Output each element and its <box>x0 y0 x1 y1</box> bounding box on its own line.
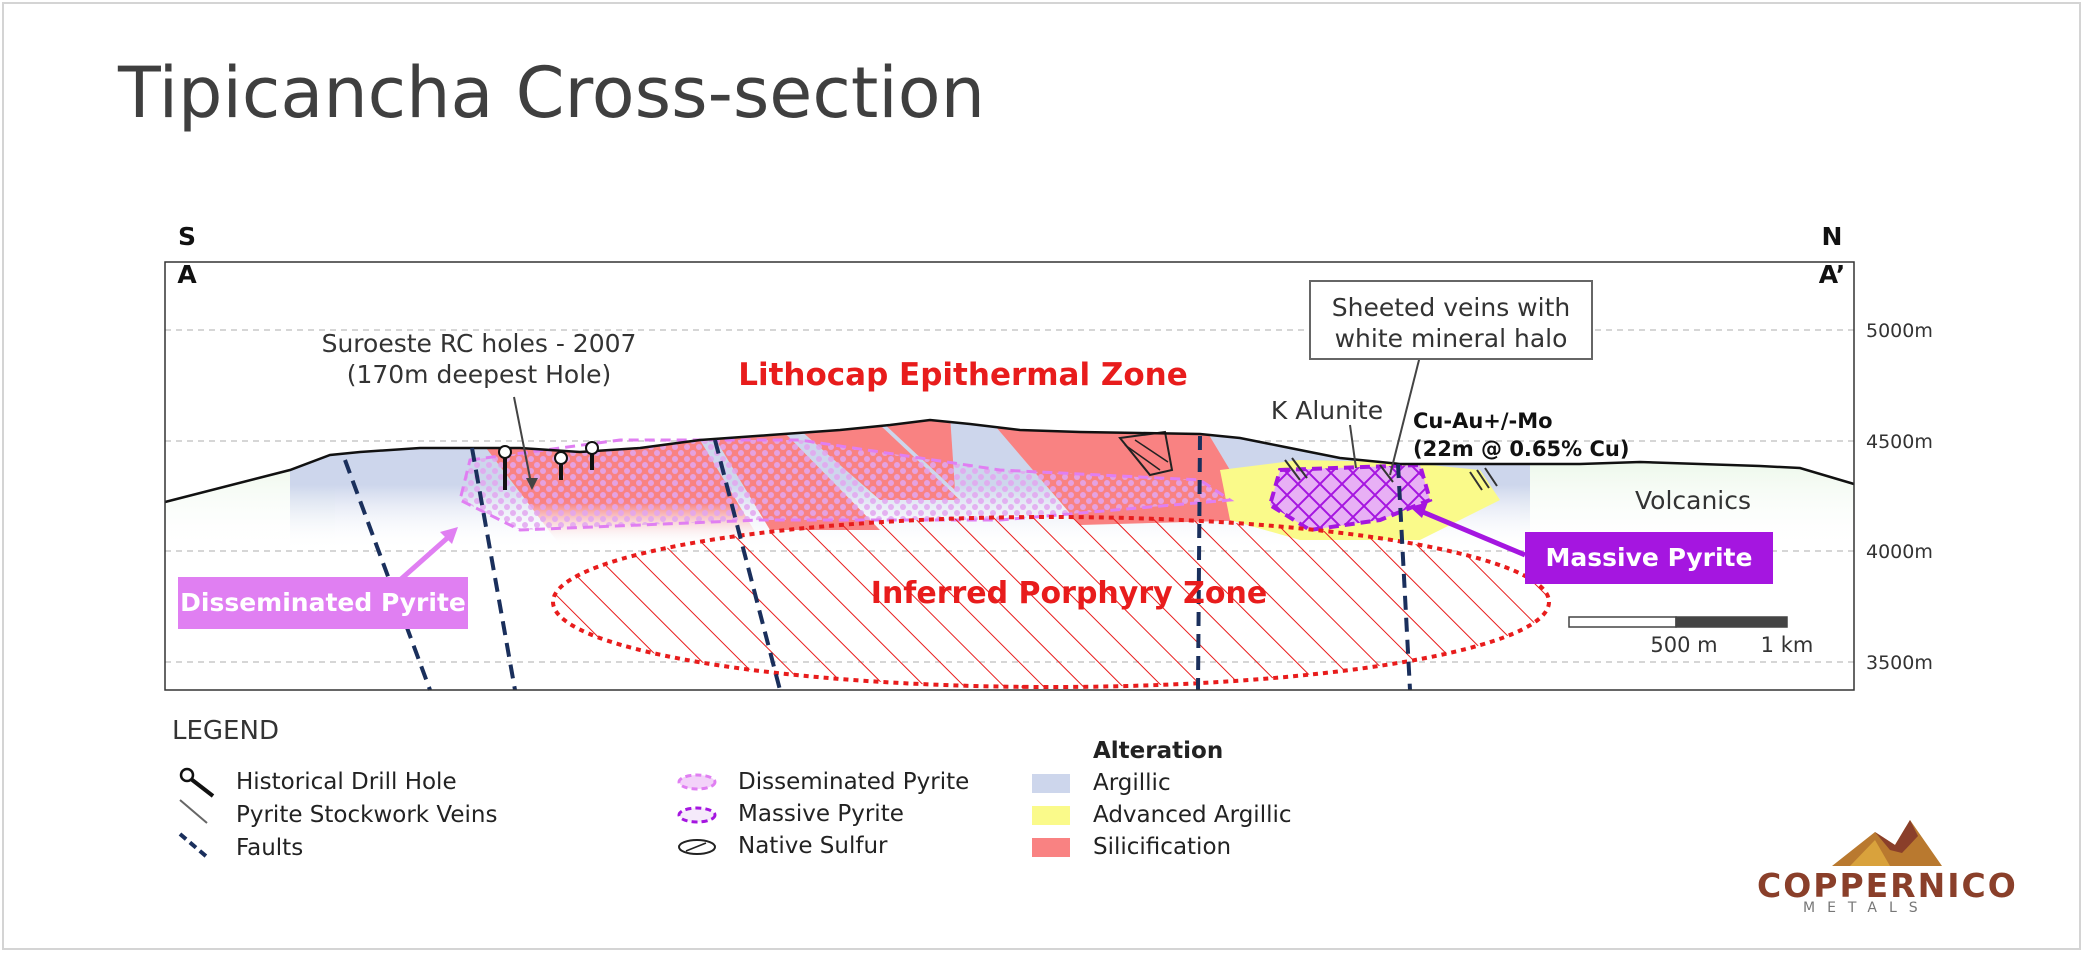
legend-disseminated-pyrite-icon <box>677 773 717 791</box>
lithocap-label: Lithocap Epithermal Zone <box>738 357 1188 393</box>
massive-pyrite-arrowhead <box>1410 502 1428 518</box>
section-right-id: A’ <box>1819 260 1846 289</box>
massive-pyrite-box <box>1525 532 1773 584</box>
disseminated-pyrite-box <box>178 577 468 629</box>
disseminated-pyrite-arrow <box>398 531 455 582</box>
disseminated-pyrite-outline <box>458 438 1235 532</box>
legend-title: LEGEND <box>172 716 279 746</box>
legend-pyrite-stockwork-veins: Pyrite Stockwork Veins <box>236 802 498 828</box>
scale-bar-dark <box>1675 616 1788 628</box>
legend-historical-drill-hole: Historical Drill Hole <box>236 769 457 795</box>
legend-faults: Faults <box>236 835 304 861</box>
k-alunite-label: K Alunite <box>1271 396 1383 425</box>
legend-silicification-swatch <box>1032 838 1070 857</box>
sheeted-veins-label-line2: white mineral halo <box>1335 324 1568 353</box>
volcanics-label: Volcanics <box>1635 486 1751 515</box>
disseminated-pyrite-label: Disseminated Pyrite <box>180 588 466 617</box>
section-left-id: A <box>177 260 197 289</box>
massive-pyrite-arrow <box>1417 507 1526 558</box>
legend-fault-icon <box>178 832 209 859</box>
drill-holes-label-line1: Suroeste RC holes - 2007 <box>322 329 637 358</box>
massive-pyrite-label: Massive Pyrite <box>1546 543 1753 572</box>
porphyry-label: Inferred Porphyry Zone <box>871 576 1267 611</box>
disseminated-pyrite-arrowhead <box>440 527 458 544</box>
k-alunite-callout-line <box>1349 424 1357 469</box>
legend-stockwork-icon <box>179 799 208 824</box>
legend-massive-pyrite: Massive Pyrite <box>738 801 904 827</box>
page-title: Tipicancha Cross-section <box>118 52 985 134</box>
drill-callout-line <box>513 396 533 489</box>
cu-label-line2: (22m @ 0.65% Cu) <box>1413 437 1629 461</box>
drill-holes-label-line2: (170m deepest Hole) <box>347 360 612 389</box>
elevation-tick-4000: 4000m <box>1866 541 1933 563</box>
sheeted-veins-callout-line <box>1389 355 1421 476</box>
legend-argillic-swatch <box>1032 774 1070 793</box>
drill-holes <box>498 441 599 490</box>
sheeted-veins-box <box>1309 280 1593 360</box>
logo-wordmark: COPPERNICO <box>1757 866 2018 905</box>
legend-argillic: Argillic <box>1093 770 1171 796</box>
massive-pyrite-outline <box>1267 462 1433 533</box>
logo-subtitle: METALS <box>1803 900 1930 916</box>
legend-native-sulfur-icon <box>678 839 716 855</box>
porphyry-zone <box>551 515 1551 689</box>
section-right-direction: N <box>1822 222 1843 251</box>
cu-label-line1: Cu-Au+/-Mo <box>1413 409 1553 433</box>
section-left-direction: S <box>178 222 196 251</box>
stockwork-veins <box>1284 457 1498 491</box>
drill-callout-arrowhead <box>526 478 538 490</box>
elevation-tick-4500: 4500m <box>1866 431 1933 453</box>
scale-label-1km: 1 km <box>1761 633 1814 657</box>
legend-massive-pyrite-icon <box>677 806 717 824</box>
elevation-tick-5000: 5000m <box>1866 320 1933 342</box>
native-sulfur-hatch <box>1124 439 1169 471</box>
legend-disseminated-pyrite: Disseminated Pyrite <box>738 769 970 795</box>
elevation-tick-3500: 3500m <box>1866 652 1933 674</box>
logo-mountain-icon <box>1832 820 1942 866</box>
scale-bar-white <box>1568 616 1677 628</box>
legend-silicification: Silicification <box>1093 834 1232 860</box>
section-frame <box>164 261 1855 691</box>
legend-advanced-argillic-swatch <box>1032 806 1070 825</box>
legend-native-sulfur: Native Sulfur <box>738 833 888 859</box>
legend-alteration-title: Alteration <box>1093 738 1224 764</box>
topography-line <box>164 418 1855 504</box>
legend-drill-hole-icon <box>179 767 215 798</box>
faults <box>343 435 1412 691</box>
sheeted-veins-label-line1: Sheeted veins with <box>1332 293 1570 322</box>
legend-advanced-argillic: Advanced Argillic <box>1093 802 1292 828</box>
scale-label-500m: 500 m <box>1650 633 1717 657</box>
